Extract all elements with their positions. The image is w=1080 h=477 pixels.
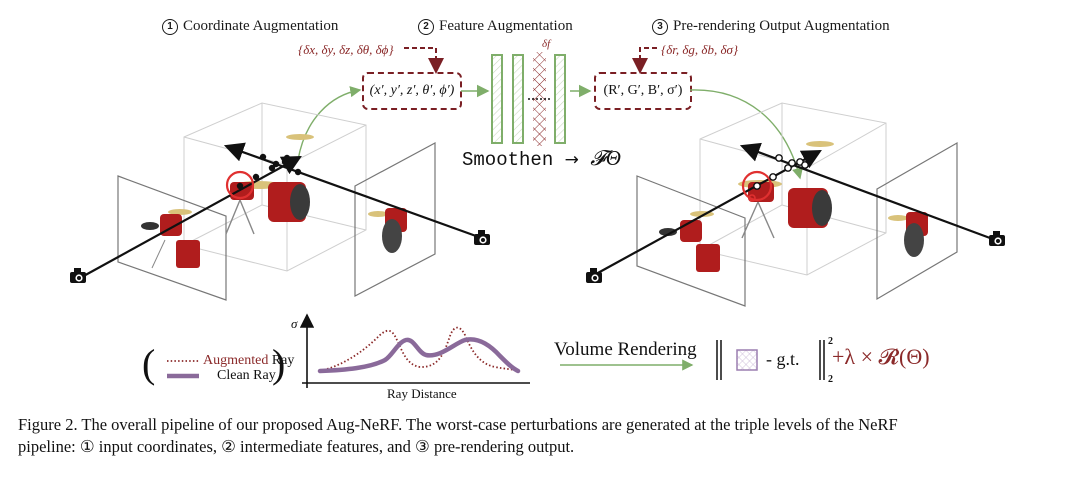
density-x-label: Ray Distance — [387, 386, 457, 401]
caption-line-2: pipeline: ① input coordinates, ② interme… — [18, 437, 575, 456]
volume-rendering-label: Volume Rendering — [554, 339, 697, 360]
network-layer-2 — [512, 54, 524, 144]
clean-ray-curve — [317, 337, 521, 374]
left-image-plane-b — [354, 141, 436, 297]
left-plane-b-drum-image — [368, 208, 407, 253]
right-ray-2 — [739, 142, 991, 240]
camera-icon — [586, 268, 602, 283]
coordinate-perturbation-label: {δx, δy, δz, δθ, δϕ} — [298, 42, 394, 57]
smoothen-arrow: → — [564, 150, 579, 170]
output-perturbation-label: {δr, δg, δb, δσ} — [661, 42, 739, 57]
left-ray-1 — [79, 155, 302, 279]
step-2-number: 2 — [418, 19, 434, 35]
smoothen-label: Smoothen → 𝓕Θ — [462, 146, 621, 171]
norm-bars — [716, 340, 825, 380]
pipeline-diagram — [70, 47, 1005, 388]
loss-subscript: 2 — [828, 374, 833, 385]
left-scene — [79, 102, 477, 301]
legend-clean-ray: Clean Ray — [217, 368, 276, 383]
left-ray-2 — [223, 142, 477, 238]
coordinate-tuple: (x′, y′, z′, θ′, ϕ′) — [369, 83, 455, 98]
flow-arrow-sample-to-coords — [297, 86, 362, 161]
output-perturbation-arrow — [632, 47, 657, 74]
legend-augmented-suffix: Ray — [268, 353, 295, 368]
caption-line-1: Figure 2. The overall pipeline of our pr… — [18, 415, 898, 434]
loss-superscript: 2 — [828, 336, 833, 347]
step-2-label: Feature Augmentation — [439, 18, 573, 34]
legend-open-paren: ( — [142, 341, 156, 386]
step-1-number: 1 — [162, 19, 178, 35]
left-sample-highlight — [225, 170, 255, 200]
flow-arrow-output-to-scene — [689, 89, 803, 180]
step-3-number: 3 — [652, 19, 668, 35]
right-plane-b-drum-image — [888, 212, 928, 257]
figure-caption: Figure 2. The overall pipeline of our pr… — [18, 414, 1068, 458]
step-1-label: Coordinate Augmentation — [183, 18, 339, 34]
step-3-label: Pre-rendering Output Augmentation — [673, 18, 890, 34]
density-plot — [299, 313, 530, 388]
right-scene — [595, 102, 991, 307]
right-sample-highlight — [741, 170, 773, 202]
camera-icon — [989, 231, 1005, 246]
density-y-label: σ — [291, 316, 298, 331]
right-drum-kit — [738, 141, 834, 239]
network-layer-1 — [491, 54, 503, 144]
legend-augmented-ray: Augmented Ray — [203, 353, 294, 369]
step-1-title: 1 Coordinate Augmentation — [162, 18, 338, 35]
legend-close-paren: ) — [272, 341, 286, 386]
regularization-term: +λ × 𝓡(Θ) — [832, 344, 930, 369]
right-ray-1 — [595, 149, 822, 275]
network-symbol: 𝓕Θ — [590, 146, 621, 170]
legend-augmented-prefix: Augmented — [203, 353, 269, 368]
step-3-title: 3 Pre-rendering Output Augmentation — [652, 18, 890, 35]
rendered-pixel-swatch — [736, 349, 758, 371]
camera-icon — [474, 230, 490, 245]
right-perturbed-sample — [748, 194, 756, 202]
camera-icon — [70, 268, 86, 283]
network-layers — [491, 52, 566, 146]
feature-perturbation-label: δf — [542, 38, 551, 50]
left-sample-points — [236, 153, 302, 190]
left-image-plane-a — [117, 175, 227, 301]
right-image-plane-a — [636, 175, 746, 307]
right-sample-points — [753, 154, 809, 190]
right-plane-a-drum-image — [659, 211, 720, 272]
output-tuple: (R′, G′, B′, σ′) — [603, 83, 683, 98]
loss-minus-gt: - g.t. — [766, 349, 800, 369]
right-image-plane-b — [876, 141, 958, 301]
coordinate-perturbation-arrow — [404, 47, 444, 74]
perturbed-feature-layer — [533, 52, 546, 146]
augmented-ray-curve — [319, 326, 519, 372]
network-layer-3 — [554, 54, 566, 144]
step-2-title: 2 Feature Augmentation — [418, 18, 573, 35]
smoothen-text: Smoothen — [462, 149, 554, 171]
